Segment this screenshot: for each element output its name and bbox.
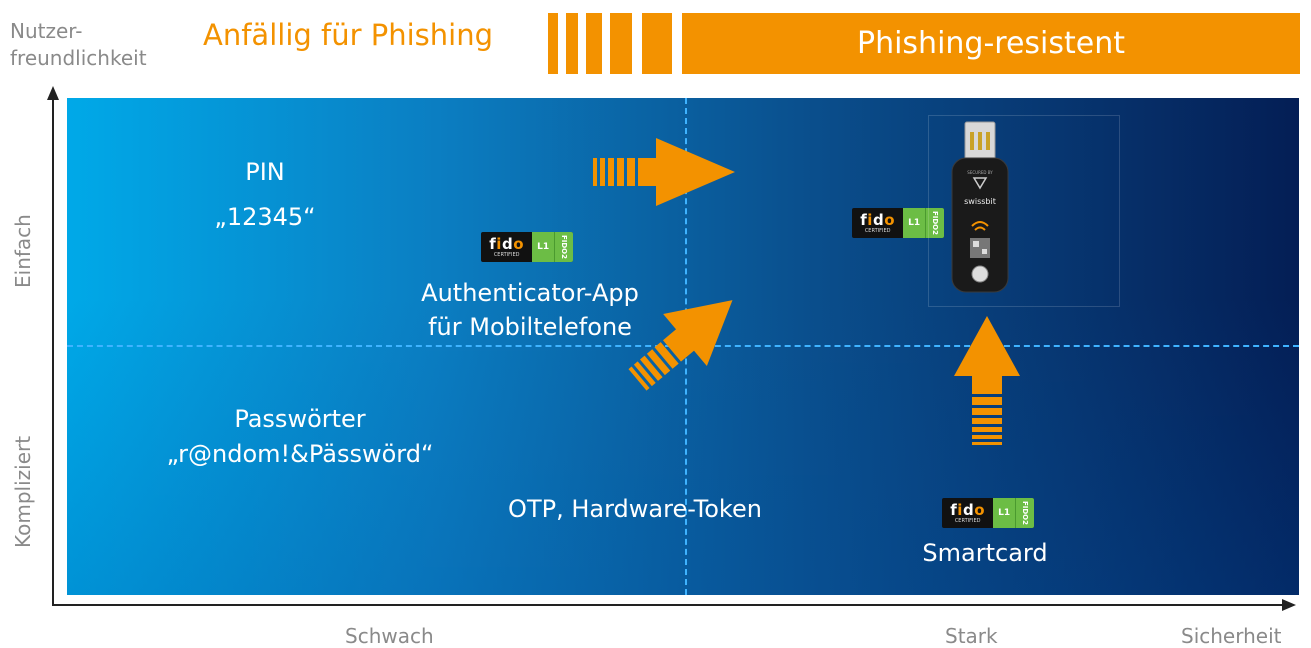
pin-example: „12345“ — [214, 203, 316, 231]
fido-level: L1 — [537, 242, 550, 252]
phishing-resistant-bar — [682, 13, 1300, 74]
fido-certified-text: CERTIFIED — [864, 227, 891, 234]
lock-icon: L1 — [532, 232, 554, 262]
arrow-pin-to-phishing-resistant — [593, 138, 735, 206]
y-label-complex: Kompliziert — [11, 435, 35, 548]
auth-app-line2: für Mobiltelefone — [428, 313, 632, 341]
transition-stripe-3 — [586, 13, 602, 74]
x-label-weak: Schwach — [345, 624, 434, 648]
x-label-strong: Stark — [945, 624, 998, 648]
transition-stripe-4 — [610, 13, 632, 74]
x-axis-title: Sicherheit — [1181, 624, 1282, 648]
smartcard-label: Smartcard — [922, 539, 1048, 567]
usb-security-key-image: SECURED BY swissbit — [951, 121, 1009, 293]
x-axis-arrowhead — [1282, 599, 1296, 611]
transition-stripe-1 — [548, 13, 558, 74]
fido-level: L1 — [908, 218, 921, 228]
transition-stripe-2 — [566, 13, 578, 74]
passwords-title: Passwörter — [234, 405, 366, 433]
usability-label: Nutzer- freundlichkeit — [10, 19, 147, 70]
fido-wordmark: fido — [489, 234, 525, 253]
transition-stripe-5 — [642, 13, 672, 74]
x-axis-line — [52, 604, 1284, 606]
y-label-simple: Einfach — [11, 214, 35, 288]
fido-level: L1 — [998, 508, 1011, 518]
y-axis-arrowhead — [47, 86, 59, 100]
otp-label: OTP, Hardware-Token — [508, 495, 762, 523]
pin-title: PIN — [245, 158, 285, 186]
lock-icon: L1 — [903, 208, 925, 238]
usb-key-image-frame — [928, 115, 1120, 307]
fido-certified-text: CERTIFIED — [493, 251, 520, 258]
fido-standard: FIDO2 — [1021, 500, 1029, 526]
fido-certified-text: CERTIFIED — [954, 517, 981, 524]
usb-brand: swissbit — [964, 197, 996, 206]
y-axis-line — [52, 98, 54, 606]
arrow-auth-app-to-phishing-resistant — [628, 300, 733, 391]
auth-app-line1: Authenticator-App — [421, 279, 639, 307]
arrow-smartcard-to-usb-key — [954, 316, 1020, 445]
usb-secured-by: SECURED BY — [967, 170, 993, 175]
lock-icon: L1 — [993, 498, 1015, 528]
phishing-vulnerable-label: Anfällig für Phishing — [203, 18, 493, 52]
fido-wordmark: fido — [860, 210, 896, 229]
passwords-example: „r@ndom!&Pässwörd“ — [166, 440, 434, 468]
fido-wordmark: fido — [950, 500, 986, 519]
fido-standard: FIDO2 — [560, 234, 568, 260]
phishing-resistant-label: Phishing-resistent — [856, 26, 1126, 61]
